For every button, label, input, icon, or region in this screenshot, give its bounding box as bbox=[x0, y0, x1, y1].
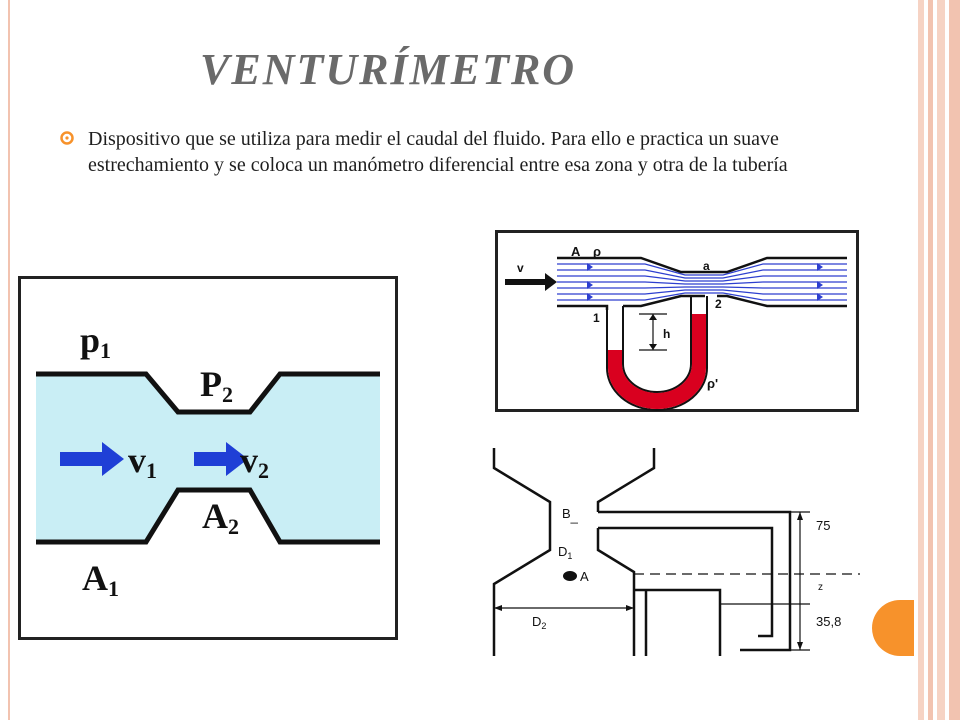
decorative-orange-circle bbox=[872, 600, 914, 656]
label-point-1: 1 bbox=[593, 311, 600, 325]
point-a-marker bbox=[563, 571, 577, 581]
svg-text:A1: A1 bbox=[82, 558, 119, 601]
label-v1: v bbox=[128, 440, 146, 480]
svg-text:A2: A2 bbox=[202, 496, 239, 539]
venturi-manometer-diagram: v A ρ a 1 2 h ρ' bbox=[495, 230, 859, 412]
label-v2-sub: 2 bbox=[258, 458, 269, 483]
dimension-75: 75 bbox=[816, 518, 830, 533]
svg-text:D2: D2 bbox=[532, 614, 546, 631]
slide-frame-right bbox=[918, 0, 960, 720]
flow-arrow-v2 bbox=[194, 442, 248, 476]
venturi-pipe-diagram: p1 P2 v1 v2 A2 A1 bbox=[18, 276, 398, 640]
svg-text:p1: p1 bbox=[80, 320, 111, 363]
slide-frame-left bbox=[8, 0, 10, 720]
label-a1: A bbox=[82, 558, 108, 598]
svg-text:v1: v1 bbox=[128, 440, 157, 483]
flow-arrow-v1 bbox=[60, 442, 124, 476]
mercury-column bbox=[608, 314, 706, 409]
svg-text:v2: v2 bbox=[240, 440, 269, 483]
label-p2: P bbox=[200, 364, 222, 404]
label-d2-sub: 2 bbox=[541, 621, 546, 631]
label-d1-sub: 1 bbox=[567, 551, 572, 561]
inlet-arrow bbox=[505, 273, 557, 291]
label-point-a: A bbox=[580, 569, 589, 584]
vertical-venturi-diagram: B_ D1 A D2 75 z 35,8 bbox=[492, 448, 860, 656]
label-p1: p bbox=[80, 320, 100, 360]
dimension-35-8: 35,8 bbox=[816, 614, 841, 629]
svg-text:D1: D1 bbox=[558, 544, 572, 561]
bullet-icon bbox=[60, 131, 74, 145]
label-d1: D bbox=[558, 544, 567, 559]
label-v: v bbox=[517, 261, 524, 275]
label-d2: D bbox=[532, 614, 541, 629]
label-a-small: a bbox=[703, 259, 710, 273]
label-p1-sub: 1 bbox=[100, 338, 111, 363]
label-rho: ρ bbox=[593, 244, 601, 259]
label-point-2: 2 bbox=[715, 297, 722, 311]
svg-text:P2: P2 bbox=[200, 364, 233, 407]
label-p2-sub: 2 bbox=[222, 382, 233, 407]
svg-text:B_: B_ bbox=[562, 506, 579, 524]
label-b: B bbox=[562, 506, 571, 521]
slide-title: VENTURÍMETRO bbox=[200, 45, 577, 94]
label-v1-sub: 1 bbox=[146, 458, 157, 483]
dimension-z: z bbox=[818, 582, 823, 593]
label-a1-sub: 1 bbox=[108, 576, 119, 601]
label-a-big: A bbox=[571, 244, 581, 259]
description-text: Dispositivo que se utiliza para medir el… bbox=[88, 128, 788, 176]
label-rho-prime: ρ' bbox=[707, 376, 718, 391]
label-a2: A bbox=[202, 496, 228, 536]
label-h: h bbox=[663, 327, 670, 341]
label-a2-sub: 2 bbox=[228, 514, 239, 539]
label-v2: v bbox=[240, 440, 258, 480]
